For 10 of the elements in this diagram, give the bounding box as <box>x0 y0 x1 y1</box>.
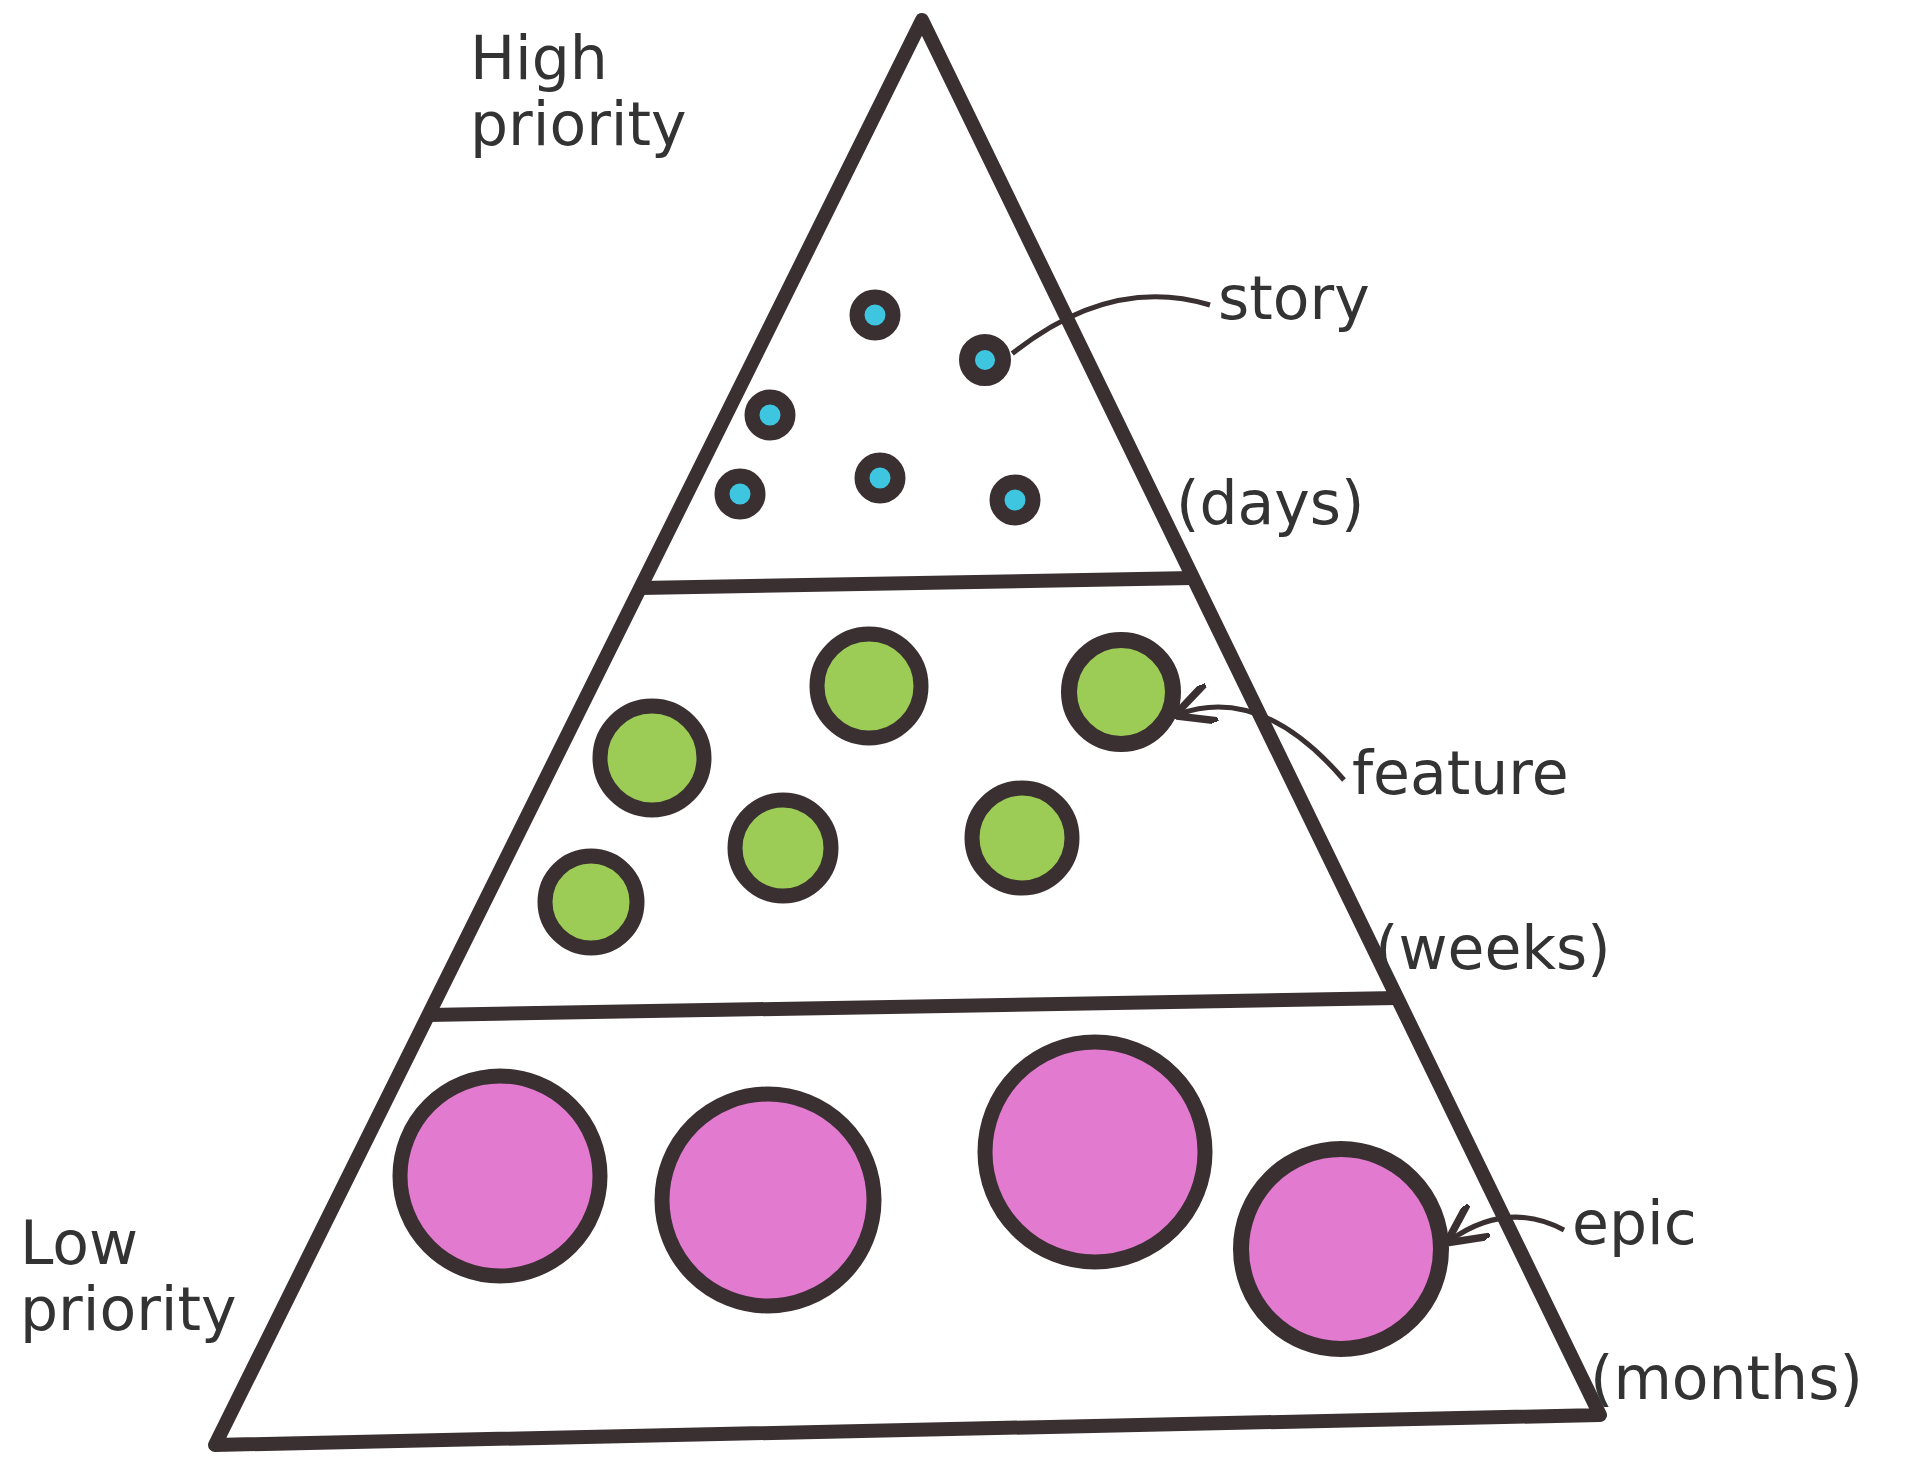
duration-label: (days) <box>1176 470 1365 536</box>
leader-line <box>1010 294 1211 356</box>
callout-text: epic <box>1572 1190 1697 1256</box>
duration-label: (weeks) <box>1375 915 1611 981</box>
duration-label: (months) <box>1590 1345 1863 1411</box>
callout-text: story <box>1218 265 1370 331</box>
priority-label: High priority <box>470 25 688 157</box>
callout-text: feature <box>1352 740 1569 806</box>
priority-label: Low priority <box>20 1210 238 1342</box>
story-dot <box>959 334 1011 386</box>
